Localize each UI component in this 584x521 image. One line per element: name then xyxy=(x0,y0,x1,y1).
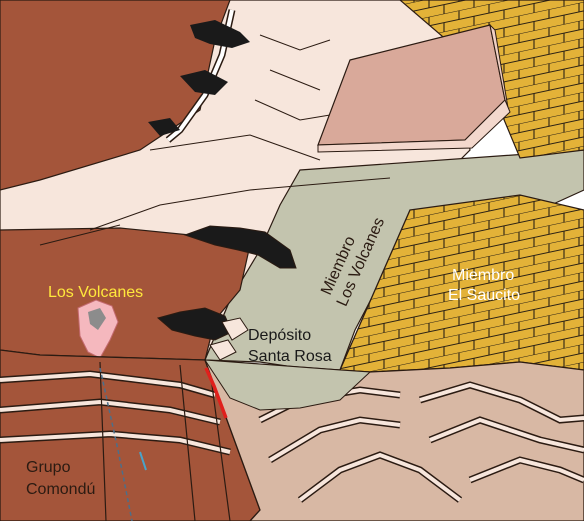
label-grupo-1: Grupo xyxy=(26,459,71,476)
label-los-volcanes: Los Volcanes xyxy=(48,284,143,301)
label-miembro-el-saucito-1: Miembro xyxy=(452,267,514,284)
label-miembro-el-saucito-2: El Saucito xyxy=(448,287,520,304)
label-grupo-2: Comondú xyxy=(26,481,95,498)
label-deposito-2: Santa Rosa xyxy=(248,348,332,365)
label-deposito-1: Depósito xyxy=(248,327,311,344)
